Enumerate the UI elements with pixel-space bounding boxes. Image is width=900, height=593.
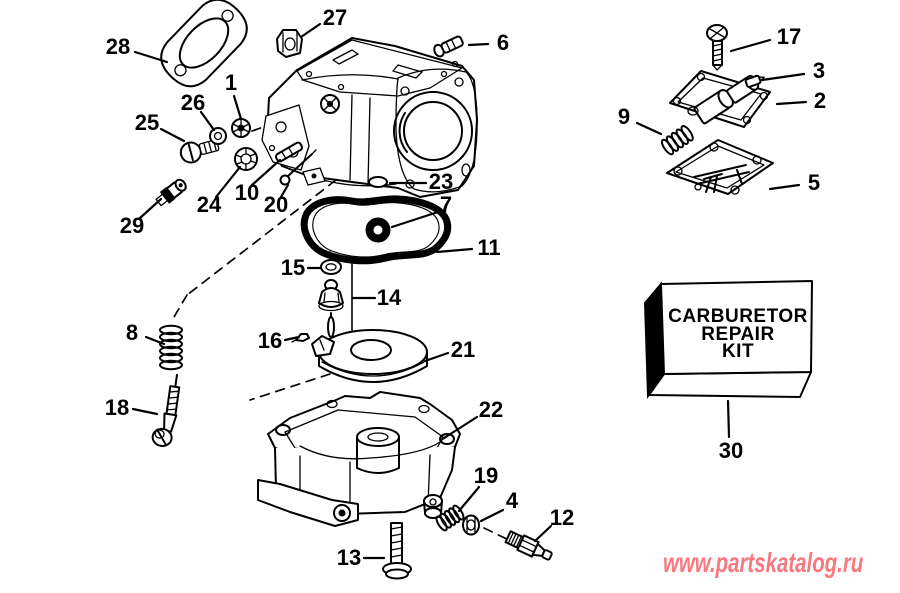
fitting-12-drawing: [504, 530, 553, 561]
callout-label-29: 29: [119, 213, 145, 238]
leader-line: [138, 197, 163, 220]
leader-line: [467, 42, 490, 47]
leader-line: [133, 50, 169, 64]
callout-label-11: 11: [477, 235, 501, 260]
callout-label-25: 25: [134, 110, 160, 135]
idle-needle-18-drawing: [151, 373, 181, 447]
needle-20-drawing: [279, 149, 317, 186]
float-bowl-22-drawing: [257, 391, 461, 527]
callout-label-20: 20: [263, 192, 289, 217]
hex-nut-drawing: [276, 29, 303, 58]
callout-label-10: 10: [234, 180, 260, 205]
screw-6-drawing: [433, 35, 464, 58]
kit-box-line-2: REPAIR: [701, 324, 774, 345]
leader-line: [390, 210, 440, 229]
leader-line: [435, 247, 474, 254]
kit-box-line-1: CARBURETOR: [668, 306, 808, 327]
callout-label-7: 7: [439, 192, 453, 217]
leader-line: [760, 72, 806, 82]
inlet-needle-3-drawing: [744, 74, 765, 88]
pin-10-drawing: [274, 141, 304, 163]
carburetor-body-drawing: [261, 37, 478, 198]
callout-label-12: 12: [549, 505, 575, 530]
callout-label-1: 1: [224, 70, 238, 95]
kit-box-line-3: KIT: [722, 341, 754, 362]
needle-seat-14-drawing: [318, 279, 344, 338]
callout-label-21: 21: [450, 337, 476, 362]
callout-label-13: 13: [336, 545, 362, 570]
oring-23-drawing: [368, 176, 388, 188]
callout-label-27: 27: [322, 5, 348, 30]
spring-9-drawing: [660, 125, 694, 156]
float-21-drawing: [311, 329, 428, 383]
nut-4-drawing: [462, 514, 480, 536]
callout-label-24: 24: [196, 192, 222, 217]
leader-line: [250, 158, 282, 187]
leader-line: [283, 335, 301, 342]
callout-label-6: 6: [496, 30, 510, 55]
leader-line: [479, 508, 505, 523]
callout-label-3: 3: [812, 58, 826, 83]
leader-line: [775, 100, 808, 106]
watermark-link[interactable]: www.partskatalog.ru: [663, 547, 864, 578]
spring-8-drawing: [159, 324, 183, 371]
assembly-axis-line: [249, 373, 331, 401]
leader-line: [299, 22, 322, 39]
leader-line: [199, 110, 216, 132]
callout-label-30: 30: [718, 438, 744, 463]
leader-line: [533, 524, 553, 543]
callout-label-5: 5: [807, 170, 821, 195]
callout-label-18: 18: [104, 395, 130, 420]
clip-16-drawing: [291, 333, 310, 343]
leader-line: [131, 407, 159, 416]
assembly-axis-line: [483, 527, 514, 543]
leader-line: [232, 94, 243, 121]
diaphragm-5-drawing: [666, 139, 774, 195]
leader-line: [144, 335, 166, 346]
callout-label-19: 19: [473, 463, 499, 488]
callout-label-17: 17: [776, 24, 802, 49]
bolt-13-drawing: [382, 522, 412, 580]
callout-label-16: 16: [257, 328, 283, 353]
leader-line: [159, 127, 186, 143]
callout-label-15: 15: [280, 255, 306, 280]
nut-1-drawing: [231, 118, 251, 138]
leader-line: [279, 183, 290, 199]
pump-gasket-drawing: [300, 195, 452, 265]
callout-label-23: 23: [428, 169, 454, 194]
callout-leader-lines: [131, 22, 808, 560]
intake-flange-gasket-drawing: [160, 0, 248, 88]
leader-line: [214, 165, 242, 199]
leader-line: [768, 183, 801, 191]
callout-label-22: 22: [478, 397, 504, 422]
leader-line: [457, 485, 481, 513]
assembly-axis-line: [170, 294, 188, 323]
callout-label-14: 14: [376, 285, 402, 310]
assembly-axis-line: [186, 179, 337, 296]
washer-26-drawing: [209, 127, 227, 145]
callout-label-4: 4: [505, 488, 519, 513]
leader-line: [729, 38, 772, 53]
leader-line: [635, 121, 663, 136]
callout-label-2: 2: [813, 88, 827, 113]
callout-label-26: 26: [180, 90, 206, 115]
callout-label-9: 9: [617, 104, 631, 129]
plug-29-drawing: [155, 178, 187, 207]
spring-19-drawing: [435, 504, 465, 532]
callout-label-8: 8: [125, 320, 139, 345]
screw-17-drawing: [706, 24, 728, 71]
washer-24-drawing: [234, 147, 258, 171]
repair-kit-box-drawing: CARBURETOR REPAIR KIT: [643, 280, 813, 399]
callout-label-28: 28: [105, 34, 131, 59]
washer-15-drawing: [320, 259, 342, 275]
leader-line: [423, 351, 450, 363]
leader-line: [726, 399, 731, 439]
leader-line: [439, 415, 479, 442]
